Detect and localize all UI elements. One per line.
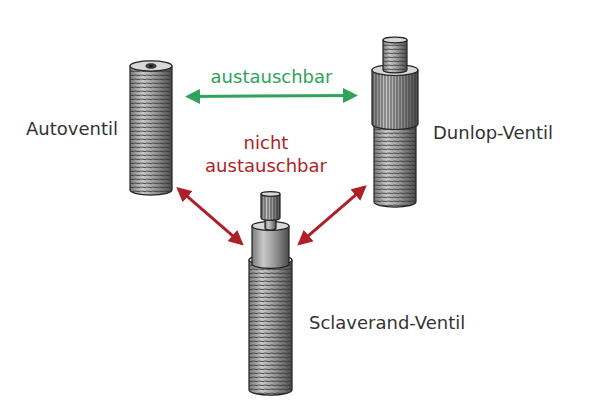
- double-arrow: [179, 189, 242, 244]
- valve-drawing: [246, 188, 295, 400]
- valve-drawing: [369, 32, 421, 208]
- edge-label: austauschbar: [211, 66, 333, 89]
- double-arrow: [300, 187, 365, 243]
- valve-name: Sclaverand-Ventil: [309, 312, 465, 334]
- valve-figure: Dunlop-Ventil: [369, 32, 421, 208]
- relation-label: nicht austauschbar: [196, 132, 336, 177]
- valve-figure: Sclaverand-Ventil: [246, 188, 295, 400]
- double-arrow: [188, 95, 355, 96]
- valve-drawing: [128, 58, 174, 196]
- valve-figure: Autoventil: [128, 58, 174, 196]
- valve-name: Dunlop-Ventil: [433, 122, 553, 144]
- valve-name: Autoventil: [26, 118, 118, 140]
